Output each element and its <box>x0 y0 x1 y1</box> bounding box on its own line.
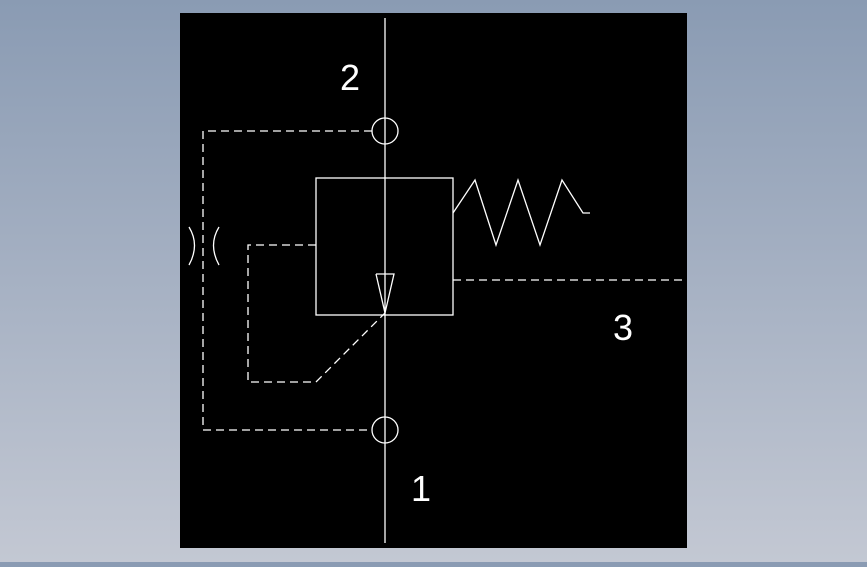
valve-body-box <box>315 177 454 316</box>
port-1-connection-circle <box>371 416 399 444</box>
orifice-restrictor-symbol <box>188 226 220 266</box>
port-3-label: 3 <box>613 307 633 348</box>
external-pilot-line <box>202 130 372 431</box>
spring-symbol <box>452 177 590 248</box>
internal-pilot-line <box>247 244 386 383</box>
port-1-label: 1 <box>411 468 431 509</box>
flow-arrow <box>375 273 395 314</box>
port-2-label: 2 <box>340 57 360 98</box>
